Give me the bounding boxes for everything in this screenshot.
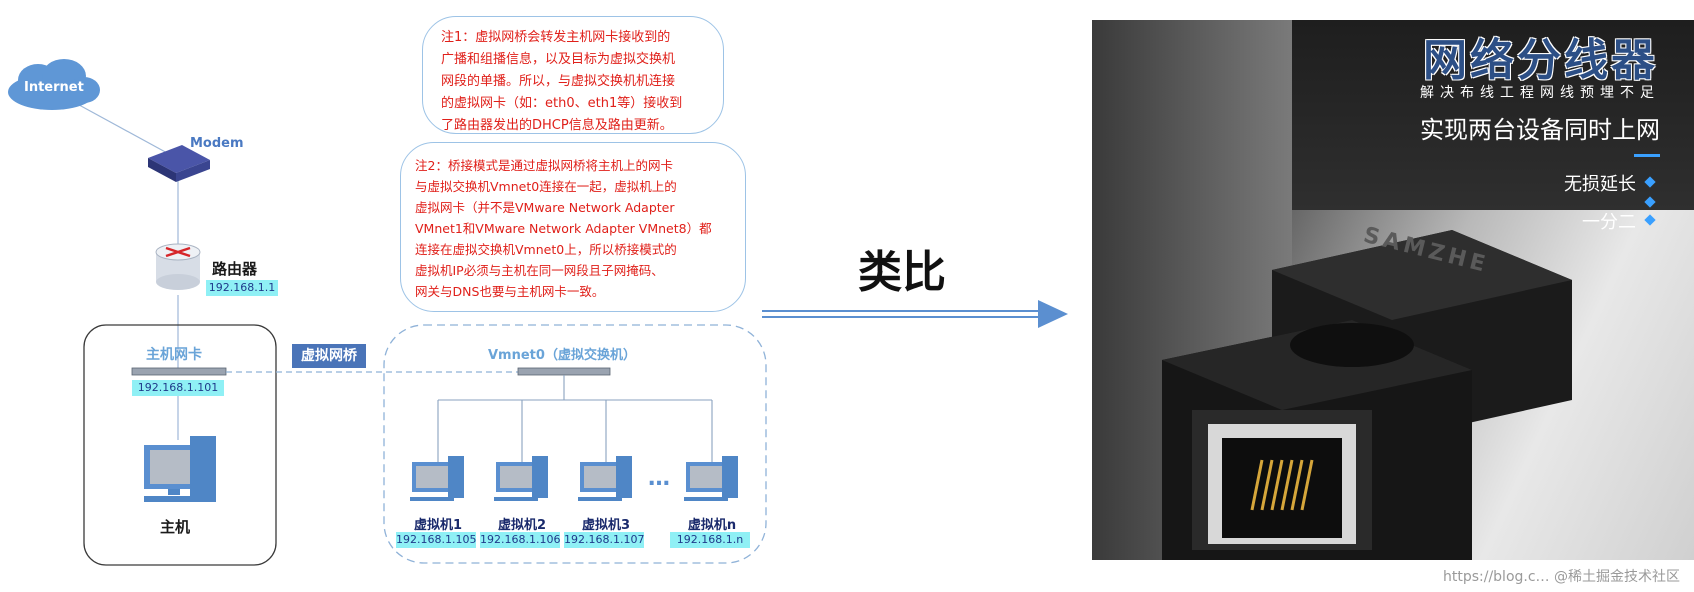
note-line: 网关与DNS也要与主机网卡一致。: [415, 281, 739, 302]
note-line: 的虚拟网卡（如：eth0、eth1等）接收到: [441, 93, 713, 115]
vm-ip: 192.168.1.106: [480, 532, 560, 548]
vm-name: 虚拟机n: [672, 514, 752, 533]
vm-computer-icon: [684, 456, 738, 501]
network-splitter-photo: 网络分线器 解决布线工程网线预埋不足 实现两台设备同时上网 无损延长 一分二 S…: [1092, 20, 1694, 560]
note-line: 了路由器发出的DHCP信息及路由更新。: [441, 115, 713, 137]
bridge-label: 虚拟网桥: [292, 344, 366, 368]
analogy-label: 类比: [858, 236, 946, 300]
feature-1: 无损延长: [1564, 170, 1636, 196]
host-label: 主机: [160, 516, 190, 537]
product-title: 网络分线器: [1423, 24, 1658, 88]
vm-computer-icon: [410, 456, 464, 501]
note-line: VMnet1和VMware Network Adapter VMnet8）都: [415, 218, 739, 239]
splitter-device-icon: [1152, 210, 1652, 560]
note-line: 虚拟机IP必须与主机在同一网段且子网掩码、: [415, 260, 739, 281]
note-2: 注2：桥接模式是通过虚拟网桥将主机上的网卡与虚拟交换机Vmnet0连接在一起，虚…: [400, 142, 746, 312]
internet-label: Internet: [24, 80, 84, 95]
internet-modem-link: [70, 100, 180, 160]
vm-ip: 192.168.1.105: [396, 532, 476, 548]
product-subtitle: 解决布线工程网线预埋不足: [1420, 82, 1660, 102]
note-line: 与虚拟交换机Vmnet0连接在一起，虚拟机上的: [415, 176, 739, 197]
note-line: 网段的单播。所以，与虚拟交换机机连接: [441, 71, 713, 93]
vm-ip: 192.168.1.n: [670, 532, 750, 548]
host-nic-icon: [132, 368, 226, 375]
vswitch-tree-links: [438, 375, 712, 462]
router-ip: 192.168.1.1: [206, 280, 278, 296]
note-line: 注2：桥接模式是通过虚拟网桥将主机上的网卡: [415, 155, 739, 176]
watermark: https://blog.c… @稀土掘金技术社区: [1443, 566, 1680, 586]
vswitch-label: Vmnet0（虚拟交换机）: [488, 344, 636, 363]
note-1: 注1：虚拟网桥会转发主机网卡接收到的广播和组播信息，以及目标为虚拟交换机网段的单…: [422, 16, 724, 134]
vm-computer-icon: [578, 456, 632, 501]
note-line: 虚拟网卡（并不是VMware Network Adapter: [415, 197, 739, 218]
vm-name: 虚拟机1: [398, 514, 478, 533]
host-nic-label: 主机网卡: [146, 344, 202, 364]
vm-name: 虚拟机2: [482, 514, 562, 533]
vm-ip: 192.168.1.107: [564, 532, 644, 548]
vswitch-icon: [518, 368, 610, 375]
tagline-underline: [1634, 154, 1660, 157]
modem-label: Modem: [190, 136, 244, 151]
analogy-arrow: [762, 300, 1068, 328]
note-line: 注1：虚拟网桥会转发主机网卡接收到的: [441, 27, 713, 49]
vm-computer-icon: [494, 456, 548, 501]
note-line: 广播和组播信息，以及目标为虚拟交换机: [441, 49, 713, 71]
host-nic-ip: 192.168.1.101: [132, 380, 224, 396]
router-label: 路由器: [212, 258, 257, 279]
host-computer-icon: [144, 436, 216, 502]
product-tagline: 实现两台设备同时上网: [1420, 110, 1660, 145]
router-icon: [156, 244, 200, 290]
vm-name: 虚拟机3: [566, 514, 646, 533]
note-line: 连接在虚拟交换机Vmnet0上，所以桥接模式的: [415, 239, 739, 260]
vm-ellipsis: …: [648, 466, 670, 491]
